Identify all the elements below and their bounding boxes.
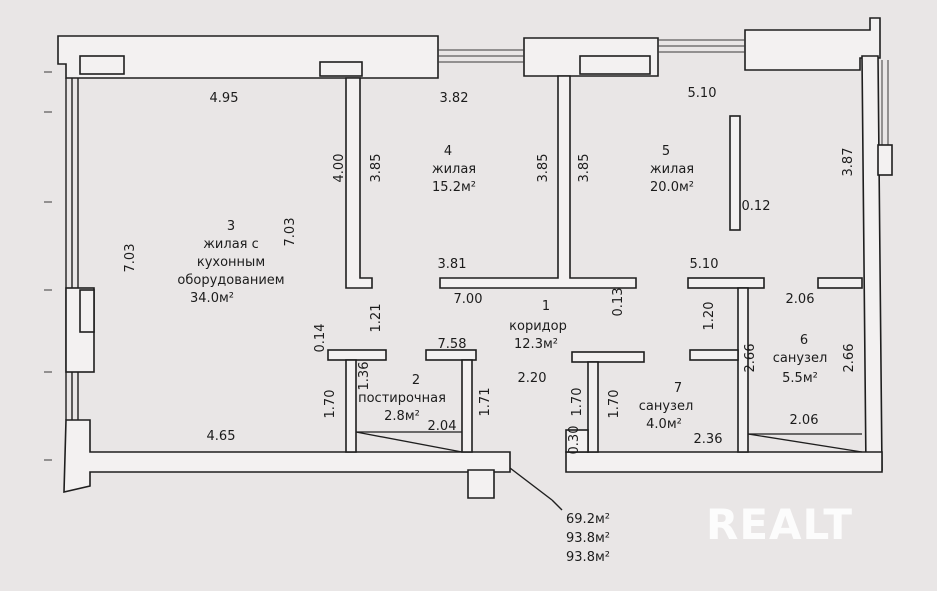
room-4-number: 4 bbox=[444, 144, 452, 159]
dim-4-00: 4.00 bbox=[332, 154, 347, 183]
room-6-area: 5.5м² bbox=[782, 371, 818, 386]
dim-2-06-bottom: 2.06 bbox=[790, 413, 819, 428]
outer-walls bbox=[57, 17, 883, 499]
dim-0-14: 0.14 bbox=[313, 324, 328, 353]
total-area-overall: 93.8м² bbox=[566, 550, 610, 565]
dim-1-70-c: 1.70 bbox=[607, 390, 622, 419]
dim-4-65: 4.65 bbox=[207, 429, 236, 444]
dim-2-66-a: 2.66 bbox=[743, 344, 758, 373]
room-4-area: 15.2м² bbox=[432, 180, 476, 195]
room-6-name: санузел bbox=[773, 351, 828, 366]
room-5-area: 20.0м² bbox=[650, 180, 694, 195]
room-6-number: 6 bbox=[800, 333, 808, 348]
room-3-name-line3: оборудованием bbox=[177, 273, 284, 288]
total-area: 93.8м² bbox=[566, 531, 610, 546]
dim-7-03-left: 7.03 bbox=[123, 244, 138, 273]
dim-2-04: 2.04 bbox=[428, 419, 457, 434]
dim-7-00: 7.00 bbox=[454, 292, 483, 307]
room-labels: 3 жилая с кухонным оборудованием 34.0м² … bbox=[177, 144, 827, 432]
interior-walls bbox=[327, 75, 863, 453]
room-1-number: 1 bbox=[542, 299, 550, 314]
dim-2-36: 2.36 bbox=[694, 432, 723, 447]
dim-1-70-a: 1.70 bbox=[323, 390, 338, 419]
room-2-name: постирочная bbox=[358, 391, 446, 406]
dim-5-10-top: 5.10 bbox=[688, 86, 717, 101]
room-3-area: 34.0м² bbox=[190, 291, 234, 306]
dim-1-70-b: 1.70 bbox=[570, 388, 585, 417]
dim-7-58: 7.58 bbox=[438, 337, 467, 352]
dim-1-20: 1.20 bbox=[702, 302, 717, 331]
room-3-name-line1: жилая с bbox=[203, 237, 259, 252]
room-1-area: 12.3м² bbox=[514, 337, 558, 352]
realt-watermark-logo: REALT bbox=[706, 500, 853, 549]
dim-3-85-a: 3.85 bbox=[369, 154, 384, 183]
total-living-area: 69.2м² bbox=[566, 512, 610, 527]
dim-4-95: 4.95 bbox=[210, 91, 239, 106]
dim-0-30: 0.30 bbox=[567, 426, 582, 455]
dim-3-81: 3.81 bbox=[438, 257, 467, 272]
dimension-labels: 4.95 3.82 5.10 4.00 3.85 3.85 3.85 3.87 … bbox=[123, 86, 857, 454]
room-3-name-line2: кухонным bbox=[197, 255, 265, 270]
room-7-number: 7 bbox=[674, 381, 682, 396]
dim-3-87: 3.87 bbox=[841, 148, 856, 177]
room-7-name: санузел bbox=[639, 399, 694, 414]
room-4-name: жилая bbox=[432, 162, 476, 177]
dim-3-85-b: 3.85 bbox=[536, 154, 551, 183]
room-3-number: 3 bbox=[227, 219, 235, 234]
dim-5-10-mid: 5.10 bbox=[690, 257, 719, 272]
room-5-name: жилая bbox=[650, 162, 694, 177]
dim-0-13: 0.13 bbox=[611, 288, 626, 317]
dim-2-66-b: 2.66 bbox=[842, 344, 857, 373]
dim-2-06-top: 2.06 bbox=[786, 292, 815, 307]
dim-3-85-c: 3.85 bbox=[577, 154, 592, 183]
room-5-number: 5 bbox=[662, 144, 670, 159]
room-1-name: коридор bbox=[509, 319, 567, 334]
room-2-area: 2.8м² bbox=[384, 409, 420, 424]
windows bbox=[44, 39, 893, 461]
area-totals: 69.2м² 93.8м² 93.8м² bbox=[566, 512, 610, 565]
room-2-number: 2 bbox=[412, 373, 420, 388]
dim-1-36: 1.36 bbox=[357, 362, 372, 391]
floor-markings bbox=[355, 431, 863, 511]
room-7-area: 4.0м² bbox=[646, 417, 682, 432]
dim-3-82: 3.82 bbox=[440, 91, 469, 106]
dim-7-03-mid: 7.03 bbox=[283, 218, 298, 247]
dim-2-20: 2.20 bbox=[518, 371, 547, 386]
dim-1-21: 1.21 bbox=[369, 304, 384, 333]
dim-0-12: 0.12 bbox=[742, 199, 771, 214]
dim-1-71: 1.71 bbox=[478, 388, 493, 417]
